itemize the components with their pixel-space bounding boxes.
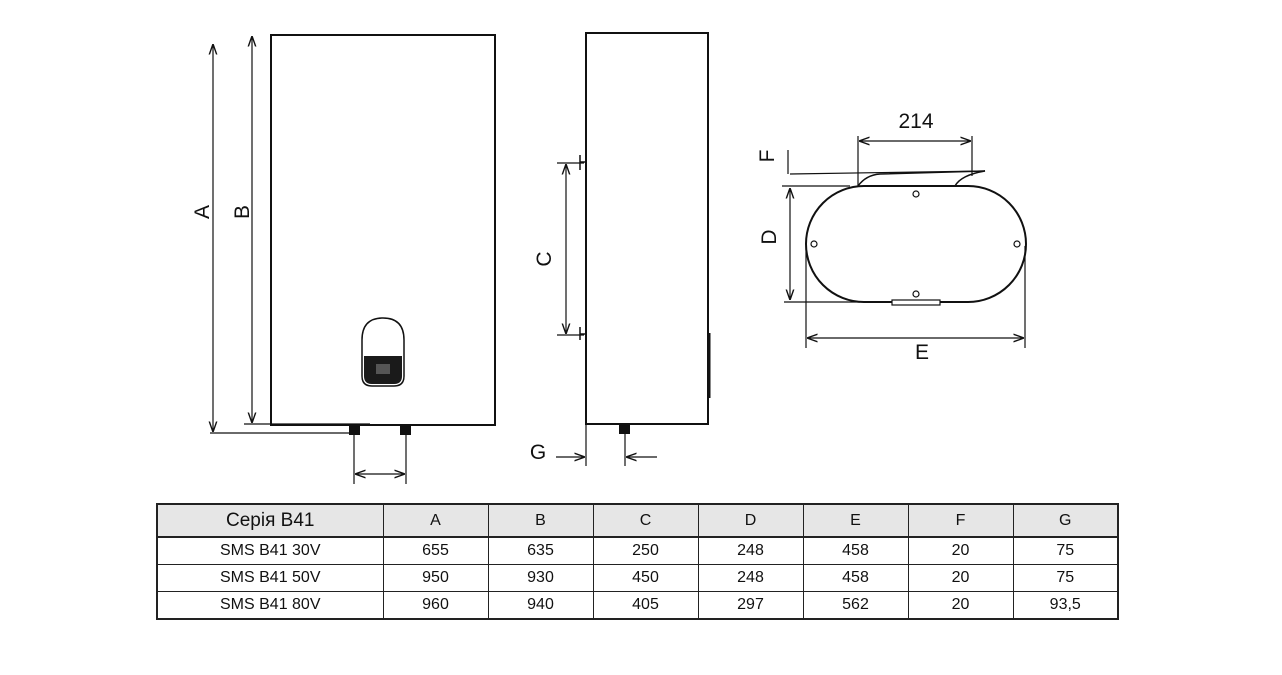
column-header-b: B	[487, 503, 594, 538]
top-body-outline	[805, 185, 1027, 303]
dimension-b-label: B	[231, 205, 254, 219]
value-cell: 248	[697, 564, 804, 592]
front-view	[210, 34, 496, 484]
dimension-g-label: G	[530, 441, 546, 464]
control-panel-icon	[361, 317, 405, 387]
value-cell: 930	[487, 564, 594, 592]
mounting-bracket	[857, 170, 986, 187]
column-header-e: E	[802, 503, 909, 538]
table-row: SMS B41 80V 960 940 405 297 562 20 93,5	[156, 591, 1119, 620]
side-body-outline	[585, 32, 709, 425]
value-cell: 20	[907, 591, 1014, 620]
value-cell: 940	[487, 591, 594, 620]
model-cell: SMS B41 80V	[156, 591, 384, 620]
value-cell: 75	[1012, 564, 1119, 592]
series-header: Серія В41	[156, 503, 384, 538]
value-cell: 248	[697, 536, 804, 565]
dimension-d-label: D	[758, 229, 781, 244]
column-header-c: C	[592, 503, 699, 538]
dimension-e-label: E	[915, 341, 929, 364]
outlet-pipe	[400, 425, 411, 435]
model-cell: SMS B41 50V	[156, 564, 384, 592]
side-view	[556, 32, 711, 466]
value-cell: 950	[382, 564, 489, 592]
top-view	[782, 136, 1027, 348]
value-cell: 458	[802, 564, 909, 592]
value-cell: 562	[802, 591, 909, 620]
value-cell: 635	[487, 536, 594, 565]
column-header-a: A	[382, 503, 489, 538]
value-cell: 458	[802, 536, 909, 565]
value-cell: 960	[382, 591, 489, 620]
value-cell: 20	[907, 564, 1014, 592]
table-row: SMS B41 30V 655 635 250 248 458 20 75	[156, 536, 1119, 565]
value-cell: 297	[697, 591, 804, 620]
value-cell: 250	[592, 536, 699, 565]
column-header-g: G	[1012, 503, 1119, 538]
value-cell: 75	[1012, 536, 1119, 565]
value-cell: 405	[592, 591, 699, 620]
column-header-f: F	[907, 503, 1014, 538]
value-cell: 450	[592, 564, 699, 592]
value-cell: 20	[907, 536, 1014, 565]
inlet-pipe	[349, 425, 360, 435]
table-header-row: Серія В41 A B C D E F G	[156, 503, 1119, 538]
value-cell: 655	[382, 536, 489, 565]
side-pipe	[619, 424, 630, 434]
front-body-outline	[270, 34, 496, 426]
technical-drawing: A B C G	[191, 32, 1027, 484]
dimension-a-label: A	[191, 205, 214, 219]
dimension-f-label: F	[756, 150, 779, 163]
model-cell: SMS B41 30V	[156, 536, 384, 565]
dimension-c-label: C	[533, 251, 556, 266]
dimensions-table: Серія В41 A B C D E F G SMS B41 30V 655 …	[156, 503, 1119, 620]
value-cell: 93,5	[1012, 591, 1119, 620]
table-row: SMS B41 50V 950 930 450 248 458 20 75	[156, 564, 1119, 592]
column-header-d: D	[697, 503, 804, 538]
dimension-214-label: 214	[898, 110, 933, 133]
